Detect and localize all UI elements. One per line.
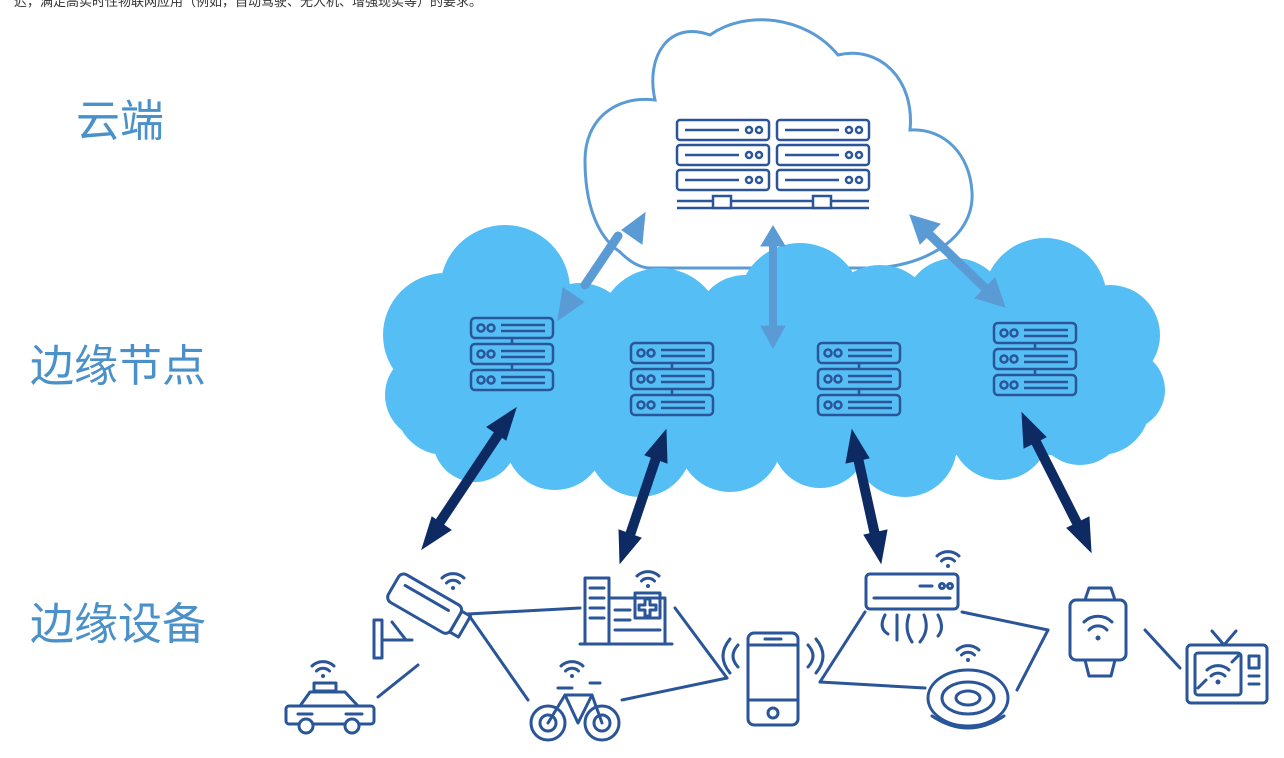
cloud-edge-arrow-left: [580, 231, 623, 290]
smartwatch-icon: [1068, 586, 1128, 678]
device-links: [376, 606, 1182, 702]
smartphone-icon: [721, 631, 825, 727]
tier-label-edge-nodes: 边缘节点: [30, 341, 206, 392]
edge-device-arrow-1: [433, 429, 505, 528]
tier-label-edge-devices: 边缘设备: [30, 599, 206, 650]
bicycle-icon: [529, 660, 621, 742]
edge-device-arrow-3: [853, 456, 880, 537]
taxi-icon: [284, 660, 376, 735]
air-conditioner-icon: [864, 550, 961, 644]
cloud-edge-arrow-right: [925, 230, 990, 293]
security-camera-icon: [372, 572, 472, 660]
top-paragraph-fragment: 迟，满足高实时性物联网应用（例如，自动驾驶、无人机、增强现实等）的要求。: [14, 0, 483, 10]
hospital-building-icon: [578, 570, 674, 646]
television-icon: [1185, 629, 1269, 705]
cloud-server-rack-icon: [675, 118, 871, 210]
cloud-tier-outline: [583, 18, 974, 270]
cloud-edge-arrows: [557, 211, 1006, 350]
edge-device-arrow-2: [625, 456, 661, 537]
edge-device-arrow-4: [1030, 437, 1083, 528]
tier-label-cloud: 云端: [76, 96, 164, 147]
edge-device-arrows: [421, 406, 1092, 565]
robot-vacuum-icon: [926, 644, 1010, 730]
